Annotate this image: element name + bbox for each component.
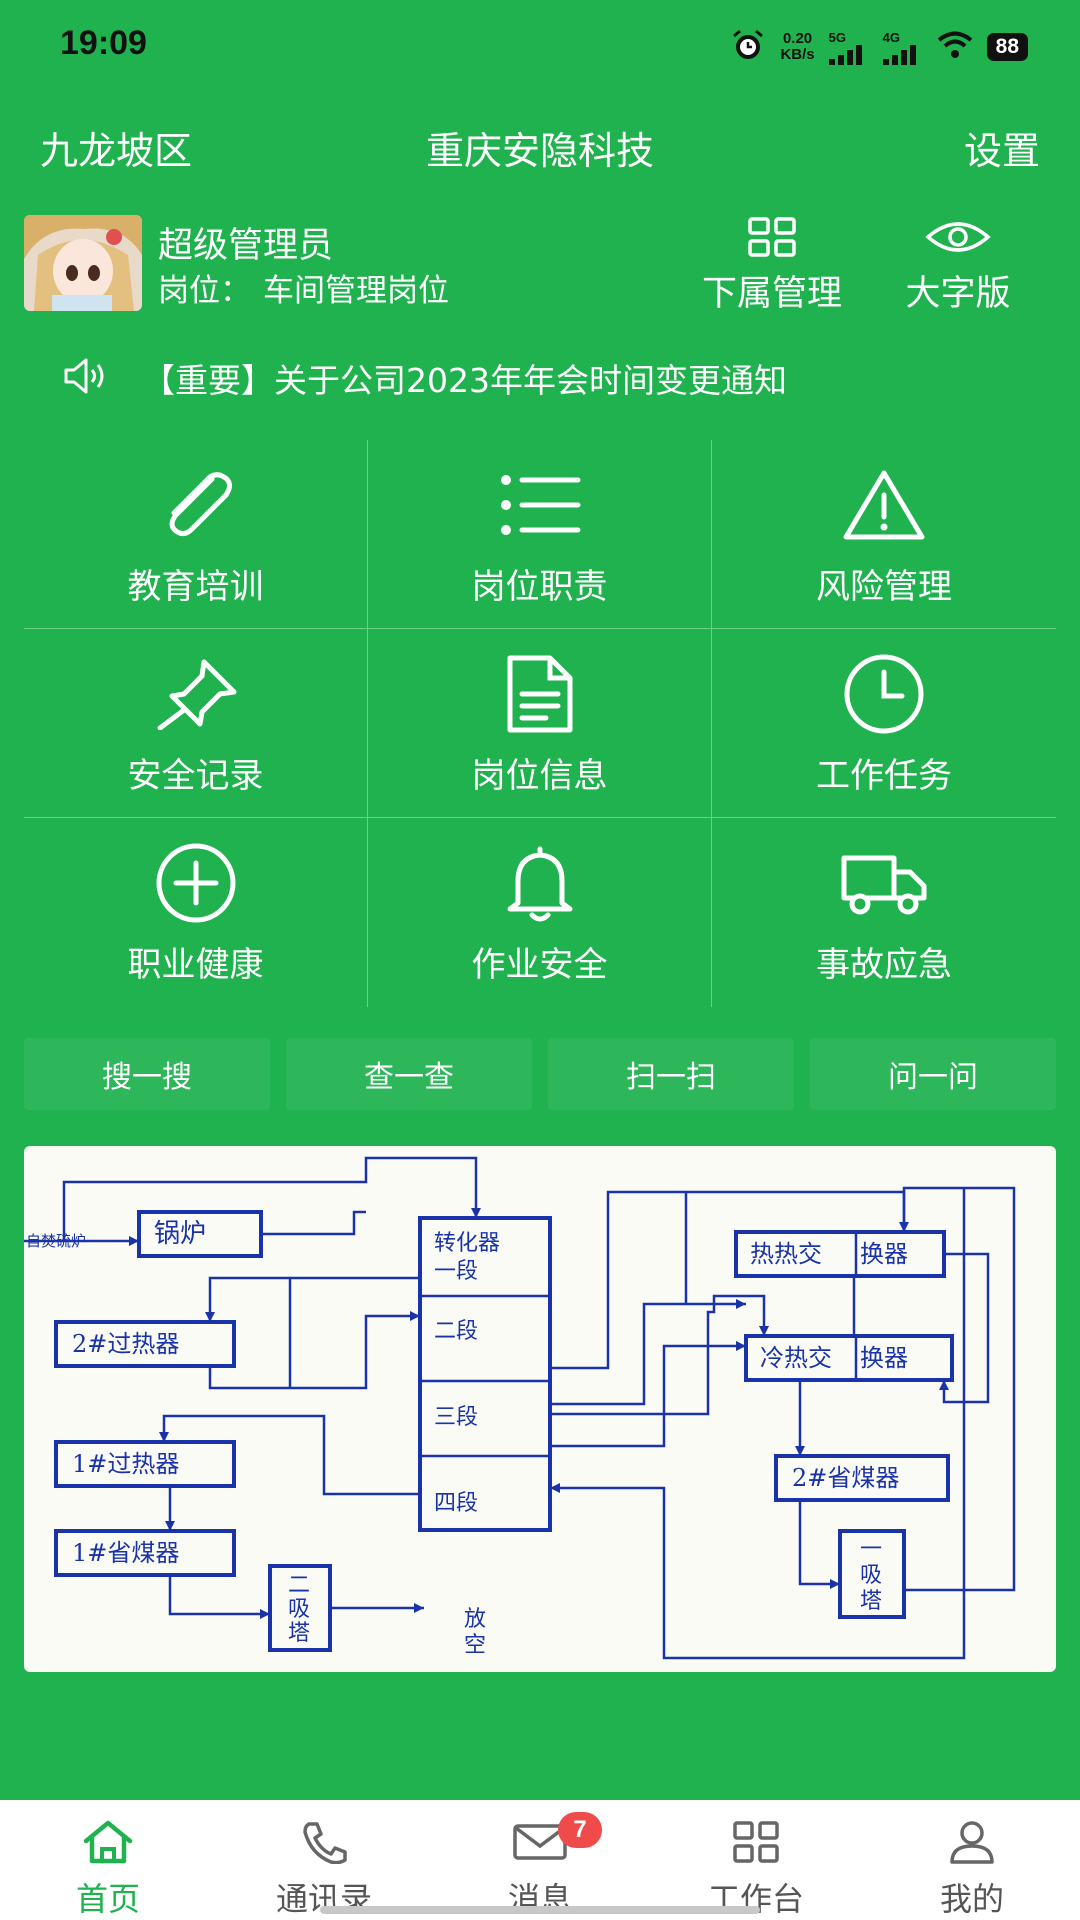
network-speed: 0.20 KB/s [780, 30, 815, 63]
tower-1-box [838, 1529, 906, 1619]
bell-icon [500, 839, 580, 927]
menu-job-information[interactable]: 岗位信息 [368, 629, 712, 818]
tab-mine[interactable]: 我的 [864, 1800, 1080, 1920]
large-font-button[interactable]: 大字版 [868, 213, 1048, 314]
notice-bar[interactable]: 【重要】关于公司2023年年会时间变更通知 [0, 350, 1080, 400]
signal-bars-icon [828, 44, 862, 65]
menu-work-tasks[interactable]: 工作任务 [712, 629, 1056, 818]
wifi-icon [937, 31, 973, 63]
source-label: 自焚硫炉 [26, 1232, 86, 1250]
tower-2-label-b: 吸 [288, 1597, 310, 1622]
function-grid: 教育培训 岗位职责 风险管理 安全记录 岗位信息 工作任务 职业健康 [24, 440, 1056, 1007]
list-icon [498, 461, 582, 549]
menu-education-training[interactable]: 教育培训 [24, 440, 368, 629]
cold-exchanger-label-a: 冷热交 [760, 1344, 832, 1372]
signal-bars-icon [882, 44, 916, 65]
truck-icon [840, 839, 928, 927]
notice-text: 【重要】关于公司2023年年会时间变更通知 [142, 361, 787, 400]
vent-label-a: 放 [464, 1607, 486, 1632]
hot-exchanger-label-b: 换器 [860, 1240, 908, 1268]
user-info: 超级管理员 岗位： 车间管理岗位 下属管理 大字版 [0, 213, 1080, 314]
tab-workbench[interactable]: 工作台 [648, 1800, 864, 1920]
superheater-2-box [54, 1320, 236, 1368]
user-post: 岗位： 车间管理岗位 [158, 273, 449, 309]
process-flow-diagram[interactable]: 自焚硫炉 锅炉 转化器 一段 二段 三段 四段 2#过热器 1#过热器 1#省煤… [24, 1146, 1056, 1672]
eye-icon [868, 213, 1048, 261]
grid-icon [682, 213, 862, 261]
cold-exchanger-label-b: 换器 [860, 1344, 908, 1372]
superheater-1-label: 1#过热器 [72, 1450, 179, 1478]
tab-messages[interactable]: 7 消息 [432, 1800, 648, 1920]
search-button[interactable]: 搜一搜 [24, 1038, 270, 1110]
superheater-1-box [54, 1440, 236, 1488]
pin-icon [154, 650, 238, 738]
economizer-1-box [54, 1529, 236, 1577]
signal-4g: 4G [882, 30, 923, 65]
warning-icon [842, 461, 926, 549]
user-icon [948, 1818, 996, 1866]
menu-risk-management[interactable]: 风险管理 [712, 440, 1056, 629]
battery-indicator: 88 [986, 33, 1028, 61]
tab-home[interactable]: 首页 [0, 1800, 216, 1920]
menu-operation-safety[interactable]: 作业安全 [368, 818, 712, 1007]
economizer-2-label: 2#省煤器 [792, 1464, 899, 1492]
home-icon [80, 1818, 136, 1866]
economizer-2-box [774, 1454, 950, 1502]
signal-5g: 5G [828, 30, 869, 65]
subordinate-management-button[interactable]: 下属管理 [682, 213, 862, 314]
phone-icon [299, 1818, 349, 1866]
menu-safety-records[interactable]: 安全记录 [24, 629, 368, 818]
tower-2-label-a: 二 [288, 1573, 310, 1598]
district-selector[interactable]: 九龙坡区 [40, 129, 193, 173]
cold-exchanger-box [744, 1334, 954, 1382]
tower-2-label-c: 塔 [288, 1621, 310, 1646]
vent-label-b: 空 [464, 1633, 486, 1658]
tower-1-label-a: 一 [860, 1537, 882, 1562]
clock-icon [842, 650, 926, 738]
converter-label: 转化器 [434, 1231, 500, 1256]
bottom-tab-bar: 首页 通讯录 7 消息 工作台 我的 [0, 1800, 1080, 1920]
check-button[interactable]: 查一查 [286, 1038, 532, 1110]
plus-circle-icon [154, 839, 238, 927]
superheater-2-label: 2#过热器 [72, 1330, 179, 1358]
converter-stage-1-label: 一段 [434, 1259, 478, 1284]
status-bar: 19:09 0.20 KB/s 5G 4G 88 [0, 0, 1080, 95]
home-indicator [320, 1906, 760, 1914]
search-buttons: 搜一搜 查一查 扫一扫 问一问 [24, 1038, 1056, 1110]
user-name: 超级管理员 [158, 226, 334, 266]
paperclip-icon [154, 461, 238, 549]
ask-button[interactable]: 问一问 [810, 1038, 1056, 1110]
menu-occupational-health[interactable]: 职业健康 [24, 818, 368, 1007]
settings-button[interactable]: 设置 [963, 129, 1040, 173]
top-bar: 重庆安隐科技 九龙坡区 设置 [0, 120, 1080, 180]
app-title: 重庆安隐科技 [425, 129, 654, 173]
status-icons: 0.20 KB/s 5G 4G 88 [730, 28, 1028, 66]
converter-stage-4-label: 四段 [434, 1491, 478, 1516]
tower-1-label-c: 塔 [860, 1589, 882, 1614]
avatar[interactable] [24, 215, 142, 311]
tab-contacts[interactable]: 通讯录 [216, 1800, 432, 1920]
status-time: 19:09 [60, 24, 147, 62]
scan-button[interactable]: 扫一扫 [548, 1038, 794, 1110]
menu-job-duties[interactable]: 岗位职责 [368, 440, 712, 629]
converter-stage-3-label: 三段 [434, 1405, 478, 1430]
message-count-badge: 7 [558, 1812, 602, 1848]
boiler-label: 锅炉 [154, 1219, 206, 1249]
speaker-icon [62, 356, 110, 400]
menu-accident-emergency[interactable]: 事故应急 [712, 818, 1056, 1007]
economizer-1-label: 1#省煤器 [72, 1539, 179, 1567]
hot-exchanger-label-a: 热热交 [750, 1240, 822, 1268]
workbench-icon [733, 1818, 779, 1866]
tower-1-label-b: 吸 [860, 1563, 882, 1588]
converter-box [418, 1216, 552, 1532]
converter-stage-2-label: 二段 [434, 1319, 478, 1344]
document-icon [504, 650, 576, 738]
alarm-icon [730, 28, 766, 66]
